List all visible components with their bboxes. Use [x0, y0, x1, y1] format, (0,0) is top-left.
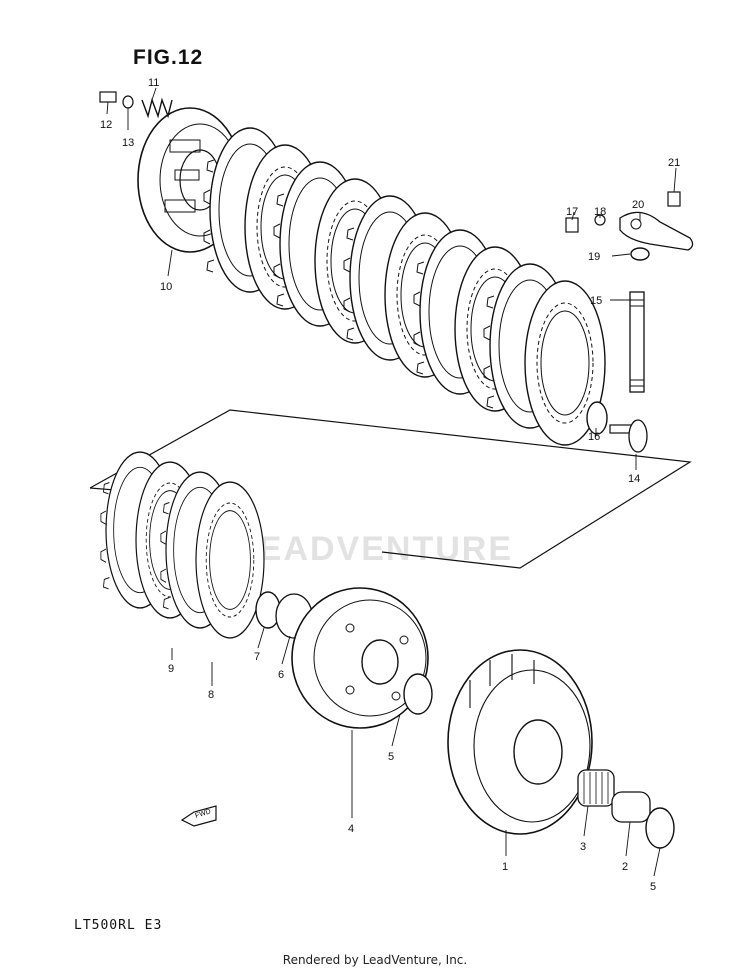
needle-bearing — [577, 769, 615, 807]
svg-text:FWD: FWD — [194, 808, 211, 820]
clutch-plate-stack-lower — [100, 451, 265, 639]
callout-14: 14 — [628, 473, 640, 485]
callout-2: 2 — [622, 861, 628, 873]
callout-16: 16 — [588, 431, 600, 443]
group-bracket-line — [89, 409, 692, 569]
callout-19: 19 — [588, 251, 600, 263]
forward-arrow-icon: FWD — [180, 805, 217, 827]
callout-4: 4 — [348, 823, 354, 835]
callout-11: 11 — [148, 77, 159, 89]
clutch-plate-stack-upper — [203, 127, 606, 446]
callout-5a: 5 — [388, 751, 394, 763]
callout-18: 18 — [594, 206, 606, 218]
clutch-pusher — [609, 419, 648, 453]
render-credit: Rendered by LeadVenture, Inc. — [282, 953, 468, 967]
callout-3: 3 — [580, 841, 586, 853]
callout-20: 20 — [632, 199, 644, 211]
release-arm — [565, 191, 694, 261]
callout-12: 12 — [100, 119, 112, 131]
callout-10: 10 — [160, 281, 172, 293]
leader-lines — [106, 87, 677, 877]
callout-15: 15 — [590, 295, 602, 307]
callout-6: 6 — [278, 669, 284, 681]
washer — [645, 807, 675, 849]
callout-21: 21 — [668, 157, 680, 169]
primary-driven-gear — [447, 649, 593, 835]
model-code: LT500RL E3 — [74, 918, 163, 933]
callout-5b: 5 — [650, 881, 656, 893]
clutch-sleeve-hub — [291, 587, 429, 729]
spring-bolt-set — [99, 91, 173, 119]
driven-plate — [195, 481, 265, 639]
callout-8: 8 — [208, 689, 214, 701]
callout-1: 1 — [502, 861, 508, 873]
bearing — [586, 401, 608, 435]
callout-9: 9 — [168, 663, 174, 675]
push-rod — [629, 291, 645, 393]
thrust-washer — [403, 673, 433, 715]
spacer-sleeve — [611, 791, 651, 823]
figure-title: FIG.12 — [133, 46, 204, 69]
callout-17: 17 — [566, 206, 578, 218]
callout-7: 7 — [254, 651, 260, 663]
callout-13: 13 — [122, 137, 134, 149]
